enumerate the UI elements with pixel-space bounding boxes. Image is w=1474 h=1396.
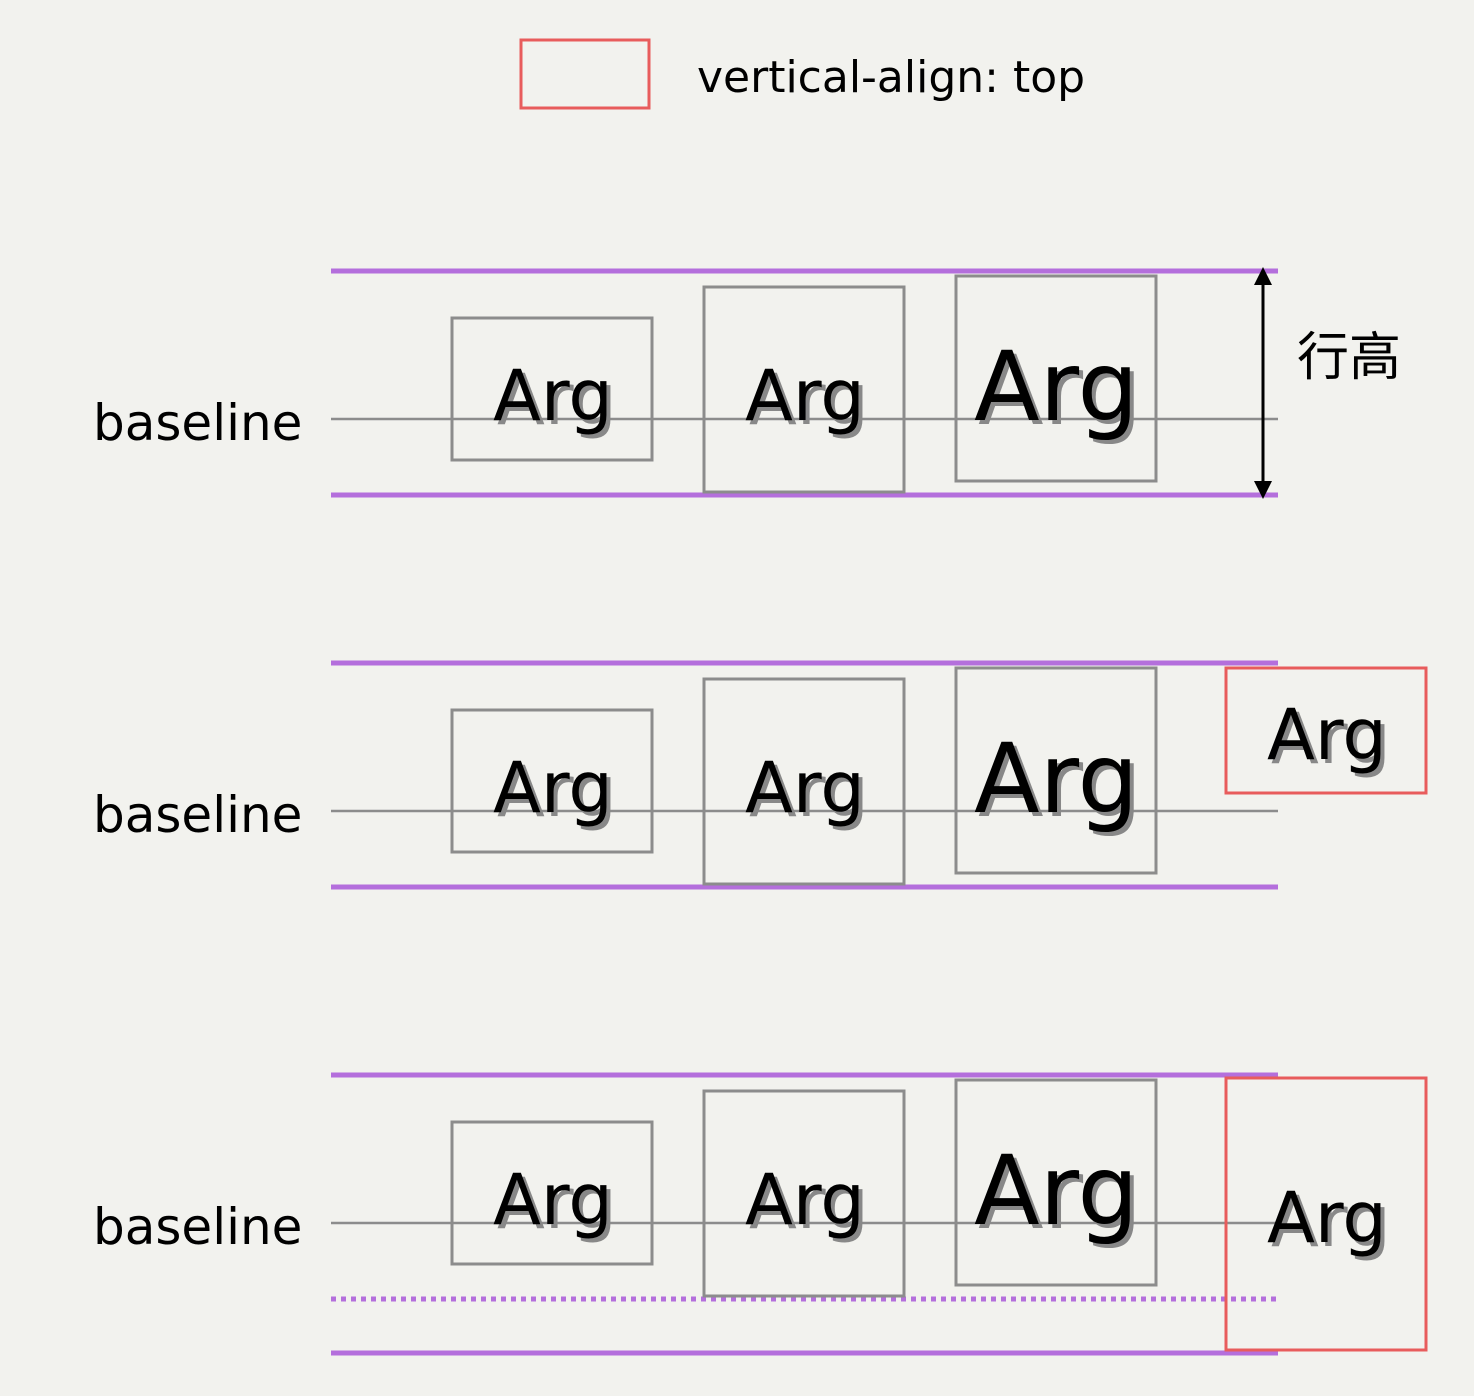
inline-box-large-shadow: Arg [978,335,1142,447]
inline-box-medium-shadow: Arg [749,359,869,441]
baseline-label: baseline [93,1198,302,1256]
inline-box-small [450,316,654,462]
inline-box-medium [702,677,906,886]
top-aligned-box-shadow: Arg [1271,1181,1391,1263]
inline-box-large-shadow: Arg [978,1139,1142,1251]
inline-box-small-shadow: Arg [497,1163,617,1245]
inline-box-small-text: Arg [493,1159,613,1241]
inline-box-large-shadow: Arg [978,727,1142,839]
inline-box-small [450,708,654,854]
inline-box-medium-text: Arg [745,355,865,437]
baseline-label: baseline [93,394,302,452]
top-aligned-box-text: Arg [1267,694,1387,776]
inline-box-medium-text: Arg [745,747,865,829]
inline-box-large [954,274,1158,483]
inline-box-large [954,666,1158,875]
inline-box-small-text: Arg [493,355,613,437]
inline-box-medium-shadow: Arg [749,1163,869,1245]
row-3: baseline Arg Arg Arg Arg Arg Arg Arg Arg [93,1072,1428,1356]
inline-box-large-text: Arg [974,1135,1138,1247]
legend: vertical-align: top [519,38,1085,110]
legend-label: vertical-align: top [697,52,1085,103]
inline-box-small [450,1120,654,1266]
top-aligned-box-shadow: Arg [1271,698,1391,780]
baseline-label: baseline [93,786,302,844]
inline-box-small-shadow: Arg [497,359,617,441]
inline-box-large-text: Arg [974,723,1138,835]
inline-box-medium [702,1089,906,1298]
legend-swatch [519,38,651,110]
inline-box-medium [702,285,906,494]
inline-box-medium-text: Arg [745,1159,865,1241]
top-aligned-box-text: Arg [1267,1177,1387,1259]
inline-box-medium-shadow: Arg [749,751,869,833]
inline-box-small-text: Arg [493,747,613,829]
line-height-label: 行高 [1297,328,1401,388]
inline-box-large [954,1078,1158,1287]
inline-box-large-text: Arg [974,331,1138,443]
row-1: baseline Arg Arg Arg Arg Arg Arg 行高 [93,267,1401,499]
top-aligned-box [1224,666,1428,795]
row-2: baseline Arg Arg Arg Arg Arg Arg Arg Arg [93,660,1428,890]
top-aligned-box [1224,1076,1428,1352]
inline-box-small-shadow: Arg [497,751,617,833]
